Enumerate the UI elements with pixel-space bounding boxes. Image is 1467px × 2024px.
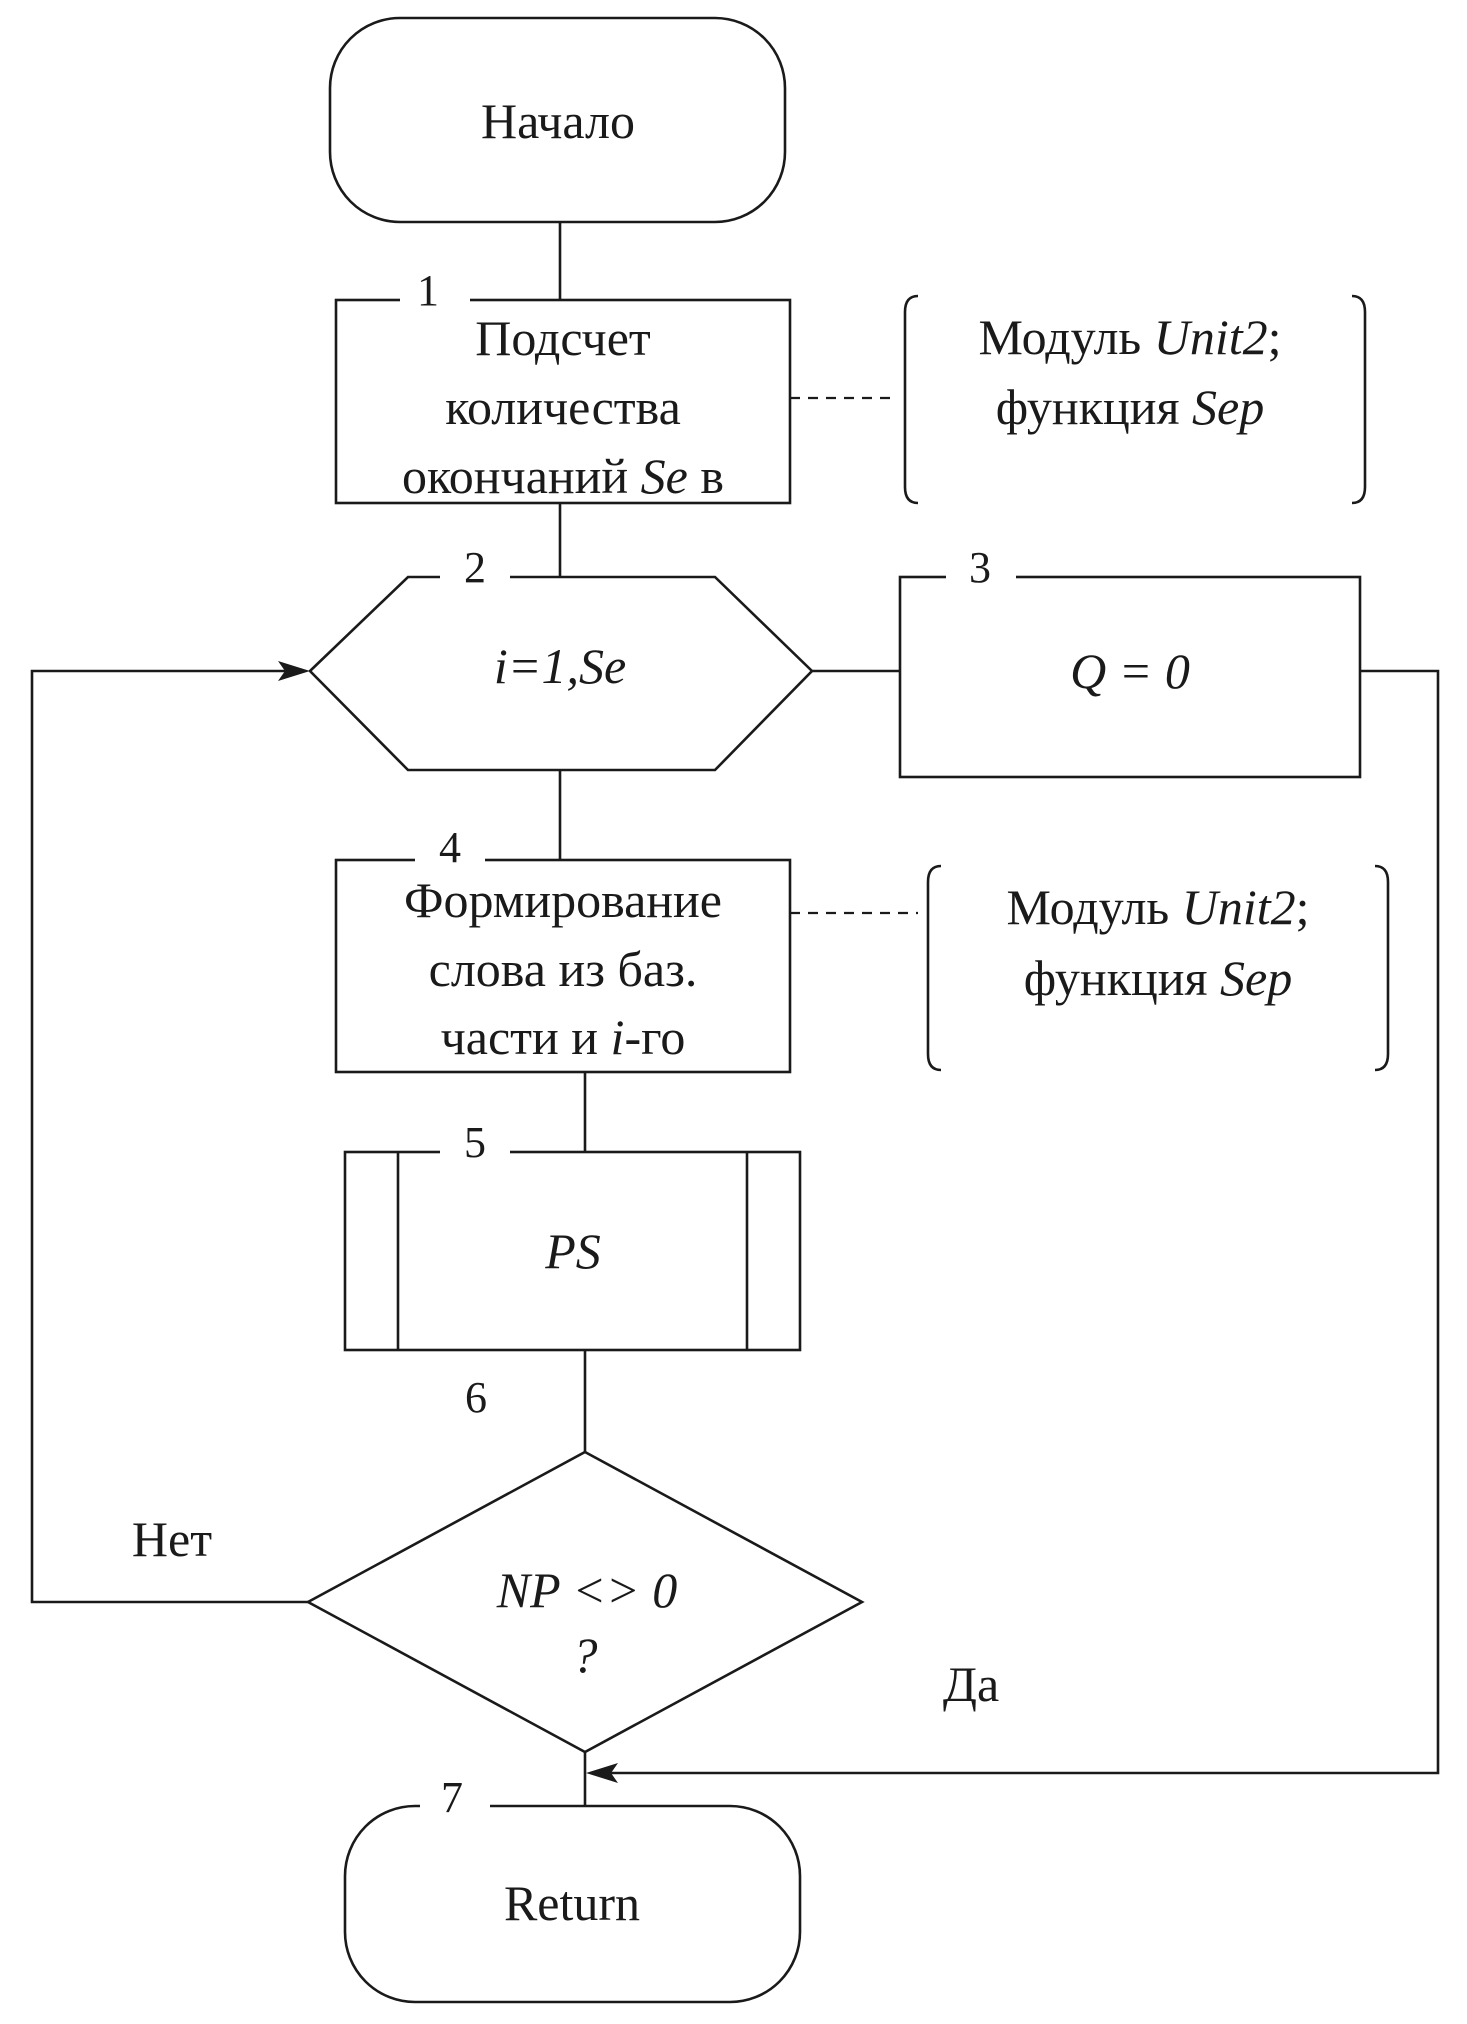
block-number-1: 1 <box>417 266 439 315</box>
subroutine-block-5: 5 PS <box>343 1118 802 1352</box>
return-label: Return <box>504 1875 640 1931</box>
block-4-line-2: слова из баз. <box>429 941 698 997</box>
block-number-5: 5 <box>464 1118 486 1167</box>
block-number-4: 4 <box>439 823 461 872</box>
connectors <box>30 222 1440 1806</box>
block-1-line-3: окончаний Se в <box>402 448 724 504</box>
decision-question-mark: ? <box>573 1627 598 1683</box>
return-terminator: 7 Return <box>343 1773 802 2004</box>
loop-condition: i=1,Se <box>494 638 626 694</box>
branch-no-label: Нет <box>132 1511 212 1567</box>
block-number-6: 6 <box>465 1373 487 1422</box>
annotation-block-1: Модуль Unit2; функция Sep <box>903 294 1367 505</box>
block-1-line-1: Подсчет <box>475 310 651 366</box>
annotation-4-line-2: функция Sep <box>1024 950 1292 1006</box>
connector-loop-no <box>30 669 308 1604</box>
start-label: Начало <box>481 93 635 149</box>
annotation-block-4: Модуль Unit2; функция Sep <box>926 864 1390 1072</box>
connector-b3-exit <box>600 669 1440 1775</box>
assignment-label: Q = 0 <box>1070 643 1190 699</box>
decision-block-6: 6 NP <> 0 ? <box>305 1373 865 1754</box>
annotation-1-line-1: Модуль Unit2; <box>978 309 1281 365</box>
block-4-line-3: части и i-го <box>441 1009 686 1065</box>
process-block-1: 1 Подсчет количества окончаний Se в <box>334 266 792 505</box>
process-block-4: 4 Формирование слова из баз. части и i-г… <box>334 823 792 1074</box>
process-block-3: 3 Q = 0 <box>898 543 1362 779</box>
branch-yes-label: Да <box>943 1656 999 1712</box>
block-number-2: 2 <box>464 543 486 592</box>
annotation-1-line-2: функция Sep <box>996 379 1264 435</box>
block-1-line-2: количества <box>445 379 681 435</box>
start-terminator: Начало <box>328 16 787 224</box>
arrowhead-exit <box>586 1763 618 1783</box>
block-number-7: 7 <box>441 1773 463 1822</box>
loop-block-2: 2 i=1,Se <box>308 543 814 772</box>
annotation-4-line-1: Модуль Unit2; <box>1006 879 1309 935</box>
block-number-3: 3 <box>969 543 991 592</box>
decision-condition: NP <> 0 <box>496 1562 677 1618</box>
block-4-line-1: Формирование <box>404 872 722 928</box>
arrowhead-loop <box>278 661 310 681</box>
subroutine-label: PS <box>544 1223 601 1279</box>
